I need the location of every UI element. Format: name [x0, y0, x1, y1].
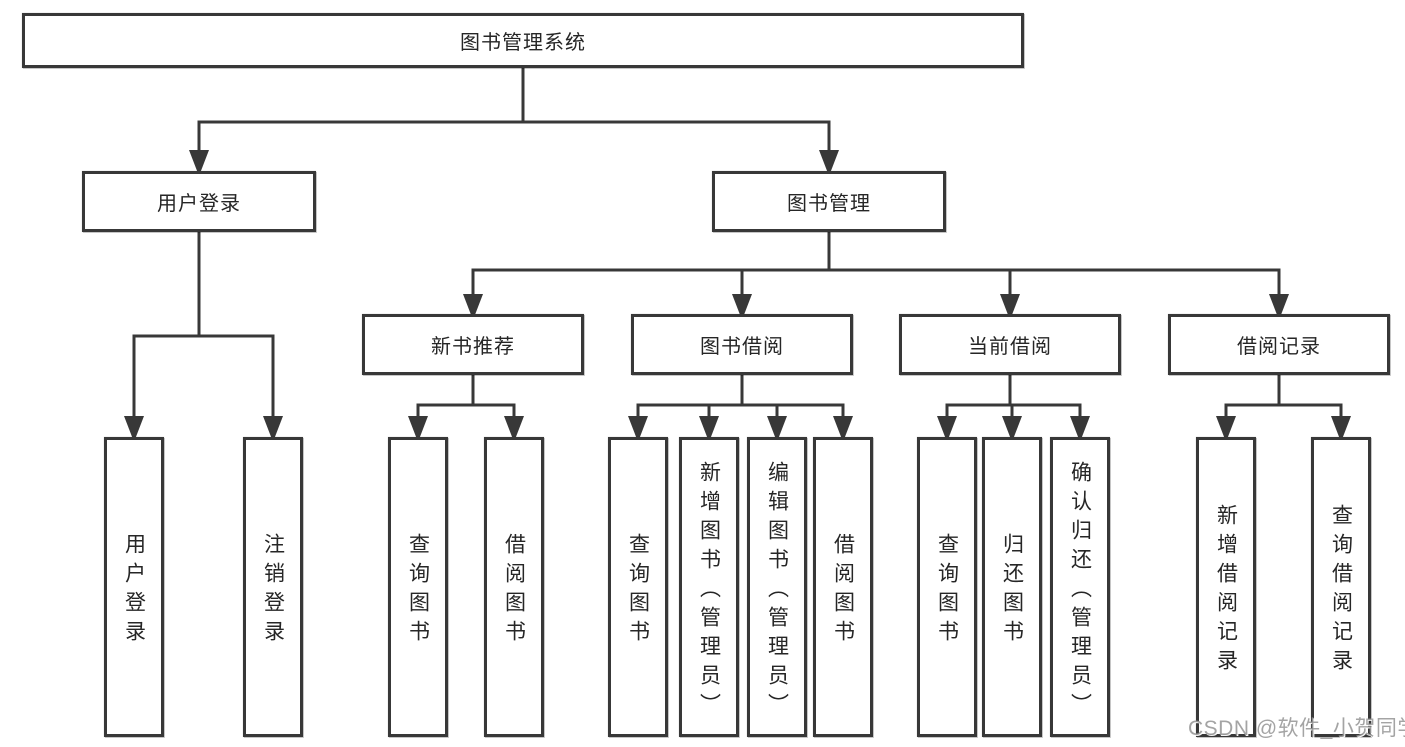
node-book-borrow: 图书借阅	[631, 314, 853, 375]
leaf-return-book: 归还图书	[982, 437, 1042, 737]
leaf-query-books-borrow: 查询图书	[608, 437, 668, 737]
leaf-user-login: 用户登录	[104, 437, 164, 737]
node-system-root: 图书管理系统	[22, 13, 1024, 68]
node-new-book-recommend: 新书推荐	[362, 314, 584, 375]
leaf-borrow-books-recommend: 借阅图书	[484, 437, 544, 737]
leaf-confirm-return-admin: 确认归还（管理员）	[1050, 437, 1110, 737]
leaf-borrow-books: 借阅图书	[813, 437, 873, 737]
node-borrow-records: 借阅记录	[1168, 314, 1390, 375]
leaf-query-borrow-record: 查询借阅记录	[1311, 437, 1371, 737]
csdn-watermark: CSDN @软件_小贺同学	[1188, 717, 1405, 740]
leaf-edit-book-admin: 编辑图书（管理员）	[747, 437, 807, 737]
node-user-login: 用户登录	[82, 171, 316, 232]
leaf-logout: 注销登录	[243, 437, 303, 737]
node-current-borrow: 当前借阅	[899, 314, 1121, 375]
leaf-add-borrow-record: 新增借阅记录	[1196, 437, 1256, 737]
node-book-management: 图书管理	[712, 171, 946, 232]
leaf-add-book-admin: 新增图书（管理员）	[679, 437, 739, 737]
leaf-query-books-recommend: 查询图书	[388, 437, 448, 737]
leaf-query-books-current: 查询图书	[917, 437, 977, 737]
